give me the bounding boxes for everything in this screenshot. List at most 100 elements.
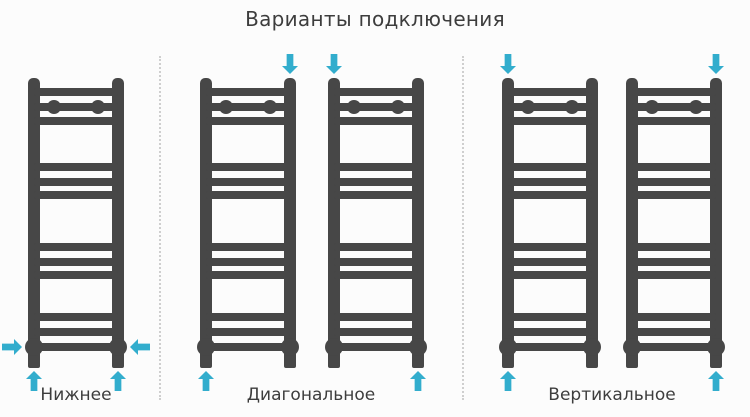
rail-rung [206, 258, 290, 266]
rail-rung [632, 258, 716, 266]
rail-rung [508, 191, 592, 199]
mount-bracket [219, 100, 233, 114]
mount-bracket [347, 100, 361, 114]
rail-rung [632, 313, 716, 321]
mount-bracket [521, 100, 535, 114]
rail-rung [508, 343, 592, 351]
side-post [200, 78, 212, 368]
rail-rung [508, 117, 592, 125]
rail-rung [206, 343, 290, 351]
rail-rung [34, 178, 118, 186]
rail-rung [632, 103, 716, 111]
rail-rung [334, 313, 418, 321]
side-post [284, 78, 296, 368]
rail-rung [632, 117, 716, 125]
connection-knob [583, 338, 601, 356]
side-post [412, 78, 424, 368]
rail-rung [334, 258, 418, 266]
towel-rail-vertical-left-unit [499, 78, 601, 391]
connection-knob [197, 338, 215, 356]
arrow-top-right-down-icon [282, 54, 298, 74]
rail-rung [206, 328, 290, 336]
rail-rung [206, 178, 290, 186]
rail-rung [34, 117, 118, 125]
mount-bracket [263, 100, 277, 114]
rail-rung [632, 178, 716, 186]
arrow-top-right-down-icon [708, 54, 724, 74]
rail-rung [334, 103, 418, 111]
rail-rung [508, 178, 592, 186]
rail-rung [34, 271, 118, 279]
rail-rung [34, 88, 118, 96]
rail-rung [334, 243, 418, 251]
rail-rung [206, 117, 290, 125]
side-post [328, 78, 340, 368]
page-title: Варианты подключения [245, 7, 505, 31]
rail-rung [334, 163, 418, 171]
connection-knob [707, 338, 725, 356]
arrow-side-right-in-icon [130, 339, 150, 355]
connection-knob [25, 338, 43, 356]
side-post [28, 78, 40, 368]
towel-rail-diagonal-right-unit [325, 78, 427, 391]
rail-rung [334, 178, 418, 186]
rail-rung [206, 243, 290, 251]
rail-rung [632, 328, 716, 336]
rail-rung [632, 163, 716, 171]
side-post [502, 78, 514, 368]
rail-rung [632, 343, 716, 351]
variant-label-vertical: Вертикальное [548, 385, 676, 405]
rail-rung [34, 258, 118, 266]
side-post [626, 78, 638, 368]
section-divider [462, 56, 464, 400]
side-post [710, 78, 722, 368]
rail-rung [34, 163, 118, 171]
section-divider [159, 56, 161, 400]
rail-rung [206, 191, 290, 199]
mount-bracket [645, 100, 659, 114]
rail-rung [34, 328, 118, 336]
rail-rung [34, 343, 118, 351]
rail-rung [508, 258, 592, 266]
connection-knob [499, 338, 517, 356]
rail-rung [334, 117, 418, 125]
rail-rung [206, 163, 290, 171]
connection-knob [281, 338, 299, 356]
mount-bracket [391, 100, 405, 114]
rail-rung [632, 191, 716, 199]
arrow-top-left-down-icon [326, 54, 342, 74]
connection-knob [623, 338, 641, 356]
connection-knob [325, 338, 343, 356]
rail-rung [334, 271, 418, 279]
towel-rail-bottom-connection [25, 78, 127, 391]
mount-bracket [565, 100, 579, 114]
rail-rung [206, 103, 290, 111]
rail-rung [34, 103, 118, 111]
rail-rung [334, 191, 418, 199]
connection-knob [109, 338, 127, 356]
rail-rung [508, 271, 592, 279]
rail-rung [334, 343, 418, 351]
towel-rail-vertical-right-unit [623, 78, 725, 391]
mount-bracket [689, 100, 703, 114]
rail-rung [508, 243, 592, 251]
rail-rung [334, 328, 418, 336]
rail-rung [206, 313, 290, 321]
rail-rung [508, 88, 592, 96]
side-post [112, 78, 124, 368]
rail-rung [508, 163, 592, 171]
rail-rung [632, 271, 716, 279]
rail-rung [508, 328, 592, 336]
rail-rung [34, 313, 118, 321]
rail-rung [632, 243, 716, 251]
rail-rung [508, 313, 592, 321]
mount-bracket [47, 100, 61, 114]
rail-rung [508, 103, 592, 111]
rail-rung [334, 88, 418, 96]
rail-rung [206, 88, 290, 96]
connection-knob [409, 338, 427, 356]
rail-rung [206, 271, 290, 279]
variant-label-diagonal: Диагональное [246, 385, 376, 405]
arrow-top-left-down-icon [500, 54, 516, 74]
